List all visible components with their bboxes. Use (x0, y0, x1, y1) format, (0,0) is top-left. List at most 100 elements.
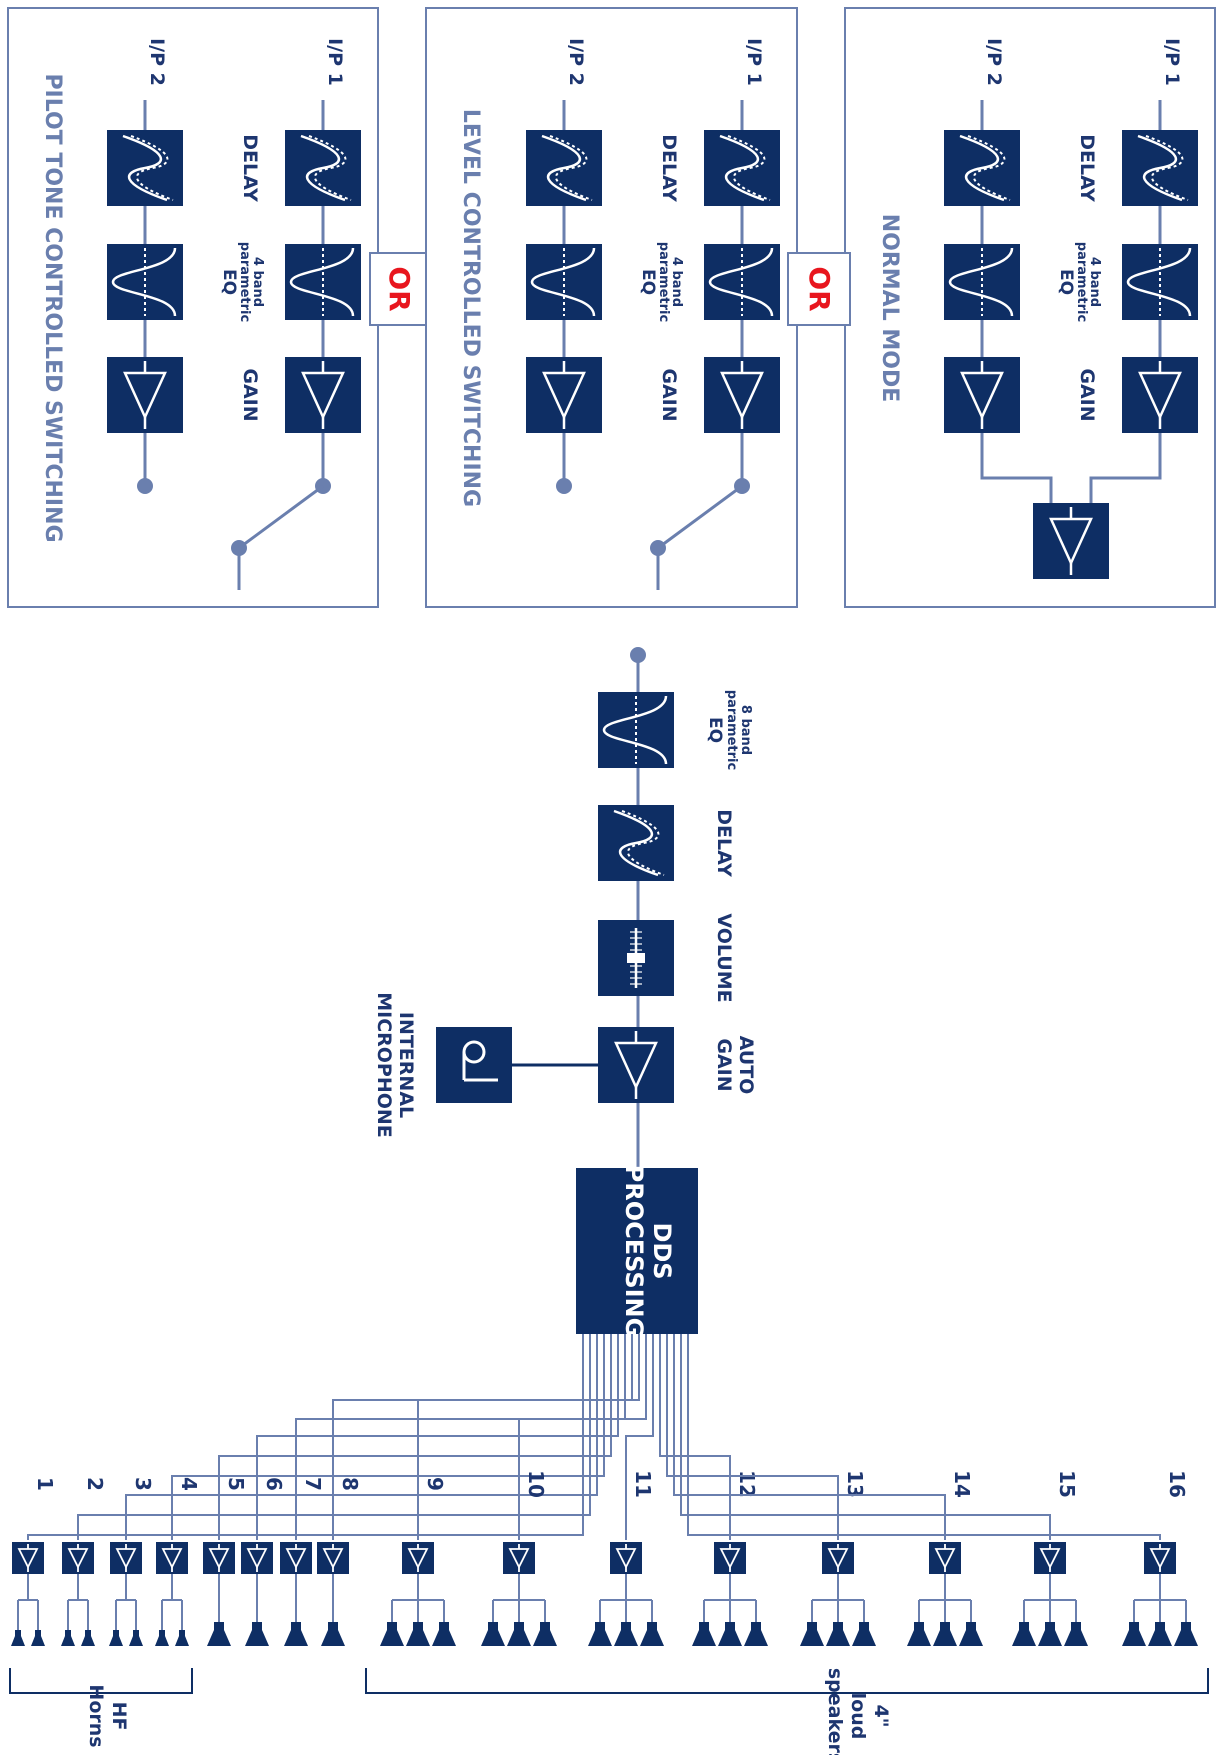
speaker-icon (507, 1622, 531, 1646)
speaker-icon (481, 1622, 505, 1646)
output-channel-3: 3 (109, 1334, 598, 1646)
speaker-icon (1122, 1622, 1146, 1646)
speaker-icon (380, 1622, 404, 1646)
output-channel-9: 9 (380, 1334, 640, 1646)
auto-gain-label-1: AUTO (735, 1036, 757, 1095)
delay-label: DELAY (1076, 134, 1098, 202)
or-label-1: OR (803, 266, 836, 311)
eq8-label-1: 8 band (738, 705, 753, 755)
amplifier-icon (609, 1541, 643, 1575)
dds-label-2: PROCESSING (620, 1165, 648, 1338)
delay-label: DELAY (239, 134, 261, 202)
horn-icon (129, 1630, 143, 1646)
amplifier-icon (279, 1541, 313, 1575)
input-label-ip1: I/P 1 (324, 38, 346, 86)
delay-block (1120, 128, 1200, 208)
loudspeakers-bracket: 4" loud speakers (365, 1668, 1209, 1755)
output-channel-10: 10 (481, 1334, 647, 1646)
amplifier-icon (928, 1541, 962, 1575)
speaker-icon (533, 1622, 557, 1646)
eq-4band-block (105, 242, 185, 322)
hf-horns-bracket: HF Horns (9, 1668, 193, 1748)
ls-label-1: 4" (870, 1704, 892, 1727)
output-channel-4: 4 (155, 1334, 605, 1646)
channel-number: 15 (1055, 1470, 1079, 1498)
speaker-icon (852, 1622, 876, 1646)
horn-icon (61, 1630, 75, 1646)
mode-title-normal: NORMAL MODE (877, 214, 902, 403)
delay-block (524, 128, 604, 208)
eq8-label-3: EQ (705, 717, 725, 743)
output-channel-6: 6 (240, 1334, 619, 1646)
or-box-1: OR (787, 252, 851, 326)
gain-label: GAIN (239, 368, 261, 421)
amplifier-icon (240, 1541, 274, 1575)
output-channel-7: 7 (279, 1334, 626, 1646)
speaker-icon (1012, 1622, 1036, 1646)
main-delay-label: DELAY (713, 809, 735, 877)
output-channel-5: 5 (202, 1334, 612, 1646)
eq4-label-3: EQ (638, 269, 658, 295)
channel-number: 13 (843, 1470, 867, 1498)
dds-label-1: DDS (648, 1222, 676, 1279)
auto-gain-label-2: GAIN (713, 1038, 735, 1091)
mic-label-2: MICROPHONE (373, 992, 395, 1138)
speaker-icon (245, 1622, 269, 1646)
speaker-icon (614, 1622, 638, 1646)
speaker-icon (718, 1622, 742, 1646)
amplifier-icon (61, 1541, 95, 1575)
eq-4band-block (1120, 242, 1200, 322)
output-channel-15: 15 (680, 1334, 1088, 1646)
speaker-icon (826, 1622, 850, 1646)
amplifier-icon (316, 1541, 350, 1575)
horn-icon (31, 1630, 45, 1646)
eq-4band-block (942, 242, 1022, 322)
channel-number: 16 (1165, 1470, 1189, 1498)
speaker-icon (1038, 1622, 1062, 1646)
eq4-label-1: 4 band (669, 257, 684, 307)
dds-processing-block: DDS PROCESSING (576, 1165, 698, 1338)
mode-title-level: LEVEL CONTROLLED SWITCHING (458, 109, 483, 507)
output-channel-12: 12 (659, 1334, 768, 1646)
or-box-2: OR (369, 252, 427, 326)
hf-label-1: HF (108, 1702, 130, 1731)
amplifier-icon (1143, 1541, 1177, 1575)
eq4-label-2: parametric (237, 242, 252, 322)
speaker-icon (1148, 1622, 1172, 1646)
mode-title-pilot: PILOT TONE CONTROLLED SWITCHING (40, 73, 65, 542)
speaker-icon (1064, 1622, 1088, 1646)
eq-8band-block (596, 690, 676, 770)
amplifier-icon (109, 1541, 143, 1575)
channel-number: 9 (423, 1477, 447, 1491)
speaker-icon (284, 1622, 308, 1646)
speaker-icon (640, 1622, 664, 1646)
speaker-icon (800, 1622, 824, 1646)
main-input-node (630, 647, 646, 663)
horn-icon (175, 1630, 189, 1646)
switch-node-ip2 (137, 478, 153, 494)
eq-4band-block (702, 242, 782, 322)
input-label-ip1: I/P 1 (1161, 38, 1183, 86)
channel-number: 8 (338, 1477, 362, 1491)
volume-block (596, 918, 676, 998)
channel-number: 1 (33, 1477, 57, 1491)
speaker-icon (692, 1622, 716, 1646)
speaker-icon (907, 1622, 931, 1646)
delay-block (702, 128, 782, 208)
channel-number: 5 (224, 1477, 248, 1491)
gain-label: GAIN (1076, 368, 1098, 421)
horn-icon (81, 1630, 95, 1646)
speaker-icon (1174, 1622, 1198, 1646)
input-label-ip2: I/P 2 (146, 38, 168, 86)
main-delay-block (596, 803, 676, 883)
delay-block (105, 128, 185, 208)
or-label-2: OR (383, 266, 416, 311)
speaker-icon (588, 1622, 612, 1646)
eq4-label-1: 4 band (250, 257, 265, 307)
gain-block (702, 355, 782, 435)
channel-number: 3 (131, 1477, 155, 1491)
